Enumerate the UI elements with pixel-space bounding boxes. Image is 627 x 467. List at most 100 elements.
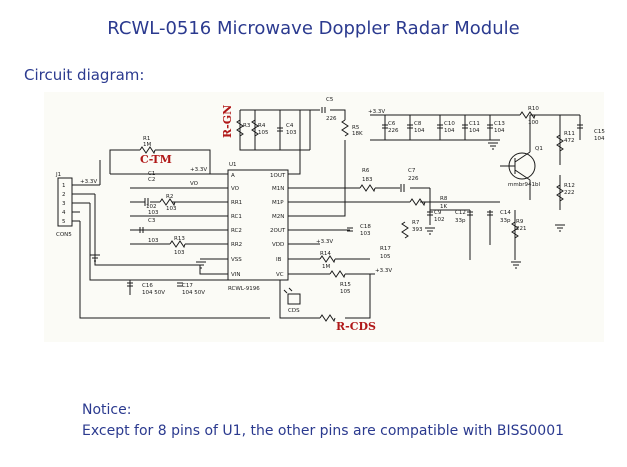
label-r6: R6: [362, 168, 370, 174]
label-r3: R3: [243, 123, 251, 129]
label-c7: C7: [408, 168, 416, 174]
value-c3: 103: [148, 238, 159, 244]
label-r15: R15: [340, 282, 351, 288]
value-r10: 100: [528, 120, 539, 126]
capacitor-c10: [437, 124, 443, 129]
ic-pin-a: A: [231, 173, 235, 179]
label-c1: C1: [148, 171, 155, 177]
connector-pin-4: 4: [62, 210, 66, 216]
ic-pin-rr1: RR1: [231, 200, 242, 206]
value-r2: 103: [166, 206, 177, 212]
value-c15: 104: [594, 136, 605, 142]
capacitor-c5: [321, 107, 326, 113]
ic-u1-part: RCWL-9196: [228, 286, 260, 292]
value-c17: 104 50V: [182, 290, 205, 296]
value-r8: 1K: [440, 204, 447, 210]
section-subtitle: Circuit diagram:: [24, 66, 145, 84]
label-r7: R7: [412, 220, 420, 226]
value-c7: 226: [408, 176, 419, 182]
capacitor-c7: [400, 184, 405, 192]
label-c11: C11: [469, 121, 480, 127]
label-c16: C16: [142, 283, 153, 289]
value-c14: 33p: [500, 218, 511, 224]
label-r5: R5: [352, 125, 360, 131]
connector-pin-1: 1: [62, 183, 66, 189]
ic-pin-2out: 2OUT: [270, 228, 286, 234]
label-c12: C12: [455, 210, 466, 216]
ic-pin-vc: VC: [276, 272, 284, 278]
label-c4: C4: [286, 123, 294, 129]
capacitor-c15: [577, 124, 583, 129]
label-r14: R14: [320, 251, 331, 257]
label-r-gn: R-GN: [221, 105, 234, 138]
value-r16: 102: [146, 204, 157, 210]
ic-u1-right-pins: 1OUT M1N M1P M2N 2OUT VDD IB VC: [270, 173, 286, 278]
value-c5: 226: [326, 116, 337, 122]
resistor-r6: [359, 184, 376, 193]
ic-pin-rr2: RR2: [231, 242, 242, 248]
capacitor-c16: [127, 282, 133, 287]
net-label-vo: VO: [190, 181, 199, 187]
label-c10: C10: [444, 121, 455, 127]
resistor-r-cds: [319, 314, 336, 323]
label-c18: C18: [360, 224, 371, 230]
label-r4: R4: [258, 123, 266, 129]
capacitor-c3: [139, 227, 144, 233]
schematic-background: [44, 92, 604, 342]
resistors: [139, 111, 564, 323]
label-c3: C3: [148, 218, 156, 224]
notice-title: Notice:: [82, 402, 132, 418]
value-r11: 472: [564, 138, 575, 144]
value-c6: 226: [388, 128, 399, 134]
label-c15: C15: [594, 129, 605, 135]
label-r17: R17: [380, 246, 391, 252]
capacitor-c9: [427, 211, 433, 216]
ground-symbols: [90, 142, 565, 269]
capacitor-c13: [487, 124, 493, 129]
connector-pin-3: 3: [62, 201, 66, 207]
ic-u1-ref: U1: [229, 162, 237, 168]
value-r1: 1M: [143, 142, 151, 148]
value-r5: 18K: [352, 131, 363, 137]
resistor-r9: [511, 221, 519, 239]
capacitor-c12: [467, 211, 473, 216]
ic-pin-rc1: RC1: [231, 214, 242, 220]
value-q1: mmbr941bl: [508, 182, 540, 188]
capacitor-c1: [144, 198, 149, 206]
ic-pin-1out: 1OUT: [270, 173, 286, 179]
net-label-v33-vc: +3.3V: [375, 268, 392, 274]
ic-pin-m2n: M2N: [272, 214, 284, 220]
value-c4: 103: [286, 130, 297, 136]
ic-pin-m1p: M1P: [272, 200, 284, 206]
label-r10: R10: [528, 106, 539, 112]
ic-pin-vss: VSS: [231, 257, 242, 263]
connector-j1: J1 CON5 1 2 3 4 5 +3.3V: [55, 172, 100, 238]
capacitor-c4: [277, 127, 283, 132]
capacitor-c14: [487, 211, 493, 216]
value-r7: 393: [412, 227, 423, 233]
capacitor-c18: [347, 227, 353, 232]
wiring: [79, 109, 581, 319]
resistor-r5: [341, 119, 349, 137]
connector-pin-2: 2: [62, 192, 66, 198]
value-c10: 104: [444, 128, 455, 134]
value-r17: 105: [380, 254, 391, 260]
value-c11: 104: [469, 128, 480, 134]
label-c6: C6: [388, 121, 396, 127]
value-c18: 103: [360, 231, 371, 237]
resistor-r15: [329, 270, 346, 279]
ic-pin-vin: VIN: [231, 272, 241, 278]
resistor-r3: [236, 119, 244, 137]
capacitors: [127, 107, 583, 287]
net-label-v33-j1: +3.3V: [80, 179, 97, 185]
net-label-v33-a: +3.3V: [190, 167, 207, 173]
ic-pin-ib: IB: [276, 257, 282, 263]
resistor-r11: [556, 134, 564, 152]
resistor-r13: [169, 240, 186, 249]
net-label-v33-vdd: +3.3V: [316, 239, 333, 245]
capacitor-c11: [462, 124, 468, 129]
photoresistor-cds: [283, 287, 301, 305]
value-r6: 183: [362, 177, 373, 183]
value-c12: 33p: [455, 218, 466, 224]
value-r4: 105: [258, 130, 269, 136]
